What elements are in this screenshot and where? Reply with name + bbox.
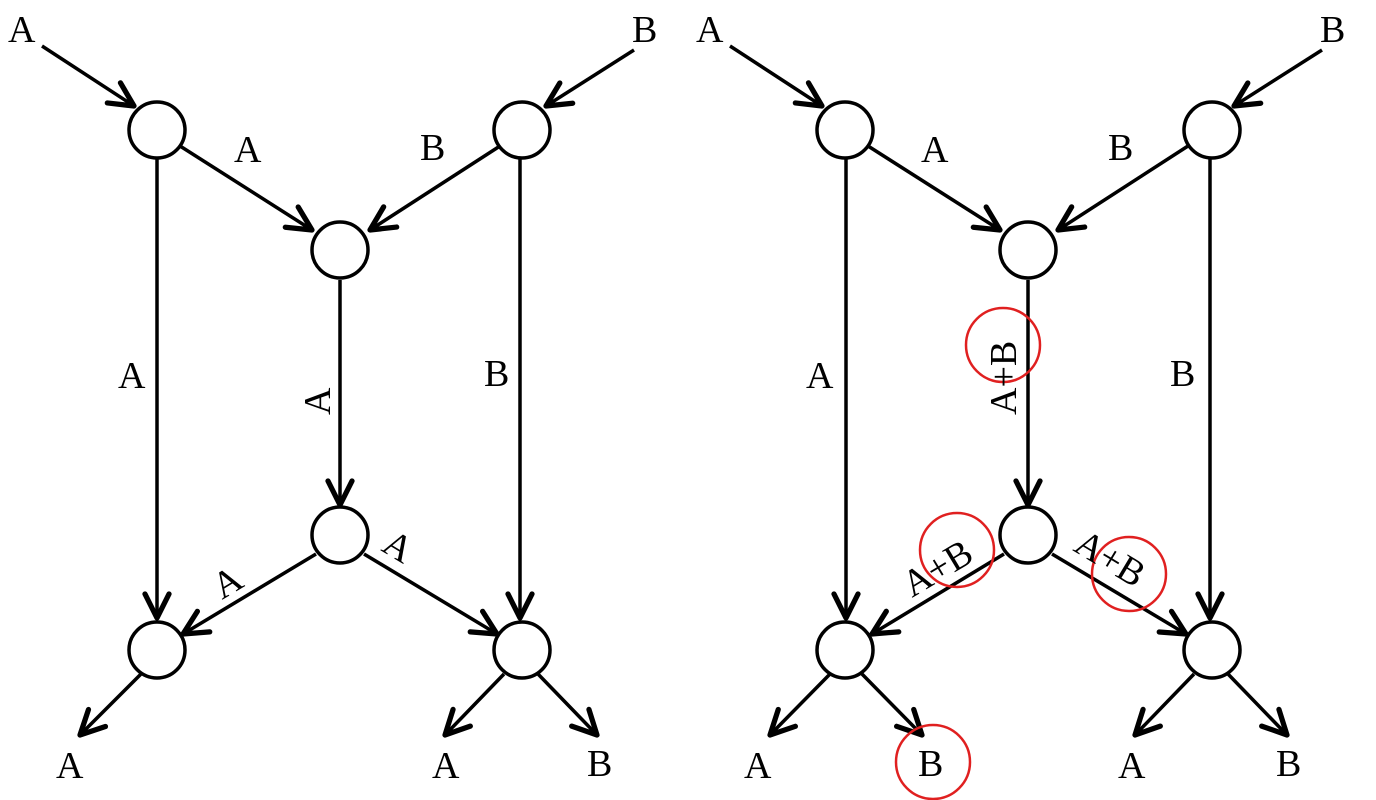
edge-output-right-a xyxy=(442,672,506,738)
edge-a-to-merge xyxy=(867,144,1003,233)
highlight-split-to-left xyxy=(918,511,996,589)
label-b-down: B xyxy=(484,353,509,395)
node-split xyxy=(310,505,370,565)
label-b-to-merge: B xyxy=(420,127,445,169)
node-bottom-left xyxy=(815,620,875,680)
label-a-down: A xyxy=(118,355,146,397)
node-top-right xyxy=(1182,100,1242,160)
edge-input-b xyxy=(543,48,635,109)
node-bottom-right xyxy=(492,620,552,680)
edge-output-left-b xyxy=(860,672,925,738)
edge-input-a xyxy=(729,44,825,109)
label-input-a: A xyxy=(8,9,36,51)
label-output-left-a: A xyxy=(744,745,772,787)
label-merge-to-split: A+B xyxy=(983,341,1025,415)
edge-output-right-a xyxy=(1132,672,1196,738)
label-output-right-a: A xyxy=(432,745,460,787)
label-a-to-merge: A xyxy=(921,129,949,171)
edge-b-to-merge xyxy=(1055,144,1189,233)
node-bottom-left xyxy=(127,620,187,680)
label-output-left-b: B xyxy=(918,743,943,785)
edge-output-left xyxy=(77,672,143,738)
label-output-left: A xyxy=(56,745,84,787)
node-merge xyxy=(998,220,1058,280)
label-output-right-a: A xyxy=(1118,745,1146,787)
edge-output-right-b xyxy=(536,672,600,738)
edge-input-a xyxy=(41,44,137,109)
label-output-right-b: B xyxy=(587,743,612,785)
node-top-left xyxy=(127,100,187,160)
node-bottom-right xyxy=(1182,620,1242,680)
node-split xyxy=(998,505,1058,565)
right-diagram: A B A B A B A+B A+B A+B A B A B xyxy=(696,9,1345,800)
label-input-b: B xyxy=(632,9,657,51)
left-diagram: A B A B A B A A A A A B xyxy=(8,9,657,787)
edge-output-right-b xyxy=(1226,672,1290,738)
highlight-merge-to-split xyxy=(964,306,1042,384)
label-merge-to-split: A xyxy=(297,387,339,415)
label-split-to-right: A+B xyxy=(1067,522,1152,596)
node-top-right xyxy=(492,100,552,160)
edge-b-to-merge xyxy=(367,144,501,233)
highlight-split-to-right xyxy=(1090,535,1168,613)
edge-a-to-merge xyxy=(179,144,315,233)
label-split-to-left: A xyxy=(205,557,251,607)
edge-split-to-left xyxy=(180,552,317,637)
edge-split-to-left xyxy=(869,552,1005,637)
edge-output-left-a xyxy=(767,672,832,738)
label-a-down: A xyxy=(806,355,834,397)
label-b-to-merge: B xyxy=(1108,127,1133,169)
highlight-output-left-b xyxy=(894,723,972,800)
label-output-right-b: B xyxy=(1276,743,1301,785)
edge-split-to-right xyxy=(363,552,500,637)
edge-input-b xyxy=(1231,48,1323,109)
label-a-to-merge: A xyxy=(234,129,262,171)
node-merge xyxy=(310,220,370,280)
label-input-a: A xyxy=(696,9,724,51)
label-b-down: B xyxy=(1170,353,1195,395)
label-input-b: B xyxy=(1320,9,1345,51)
edge-split-to-right xyxy=(1051,552,1189,637)
node-top-left xyxy=(815,100,875,160)
